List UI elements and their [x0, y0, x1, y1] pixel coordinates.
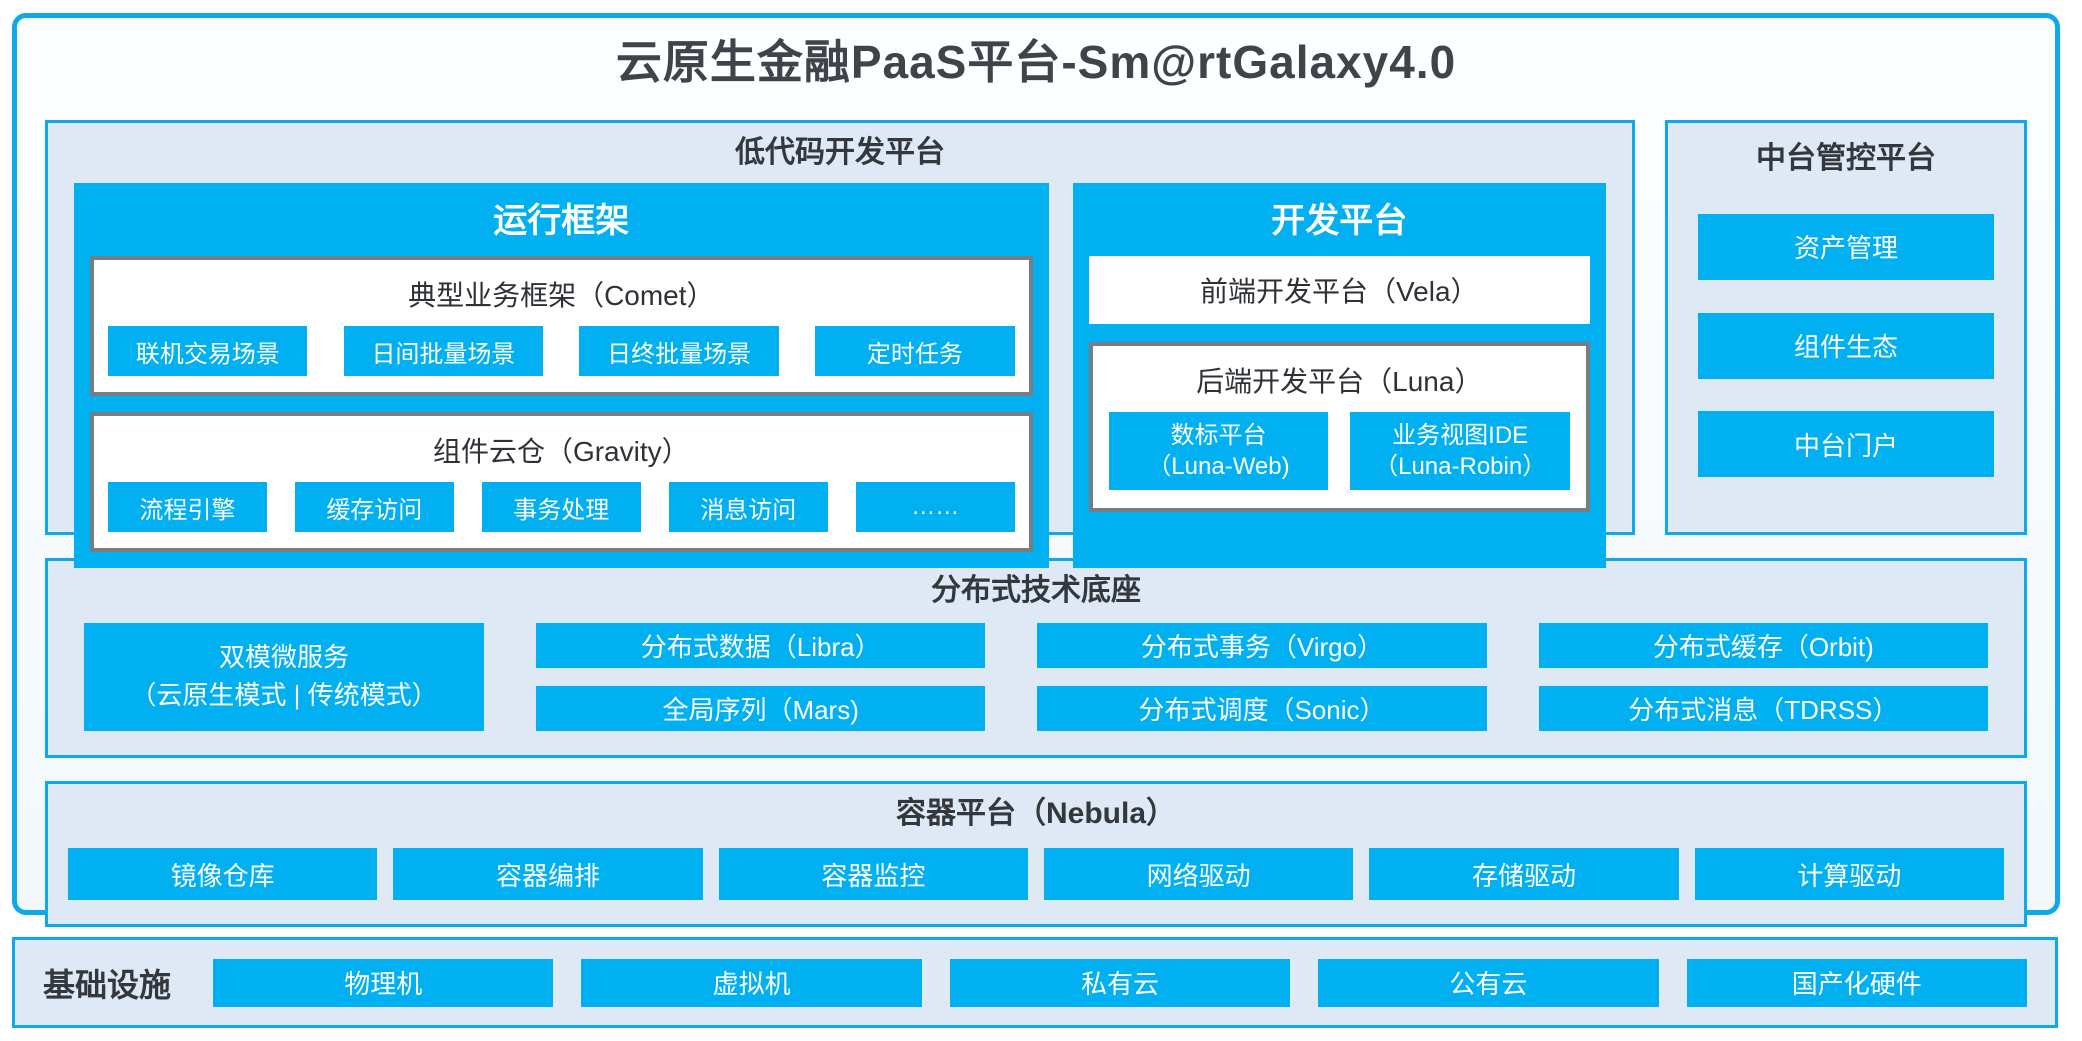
luna-web-line1: 数标平台 [1170, 421, 1267, 449]
luna-title: 后端开发平台（Luna） [1196, 366, 1483, 397]
infrastructure-item: 物理机 [213, 958, 554, 1007]
luna-web-item: 数标平台 （Luna-Web) [1108, 412, 1329, 490]
gravity-item: 流程引擎 [108, 482, 267, 532]
gravity-warehouse-box: 组件云仓（Gravity） 流程引擎 缓存访问 事务处理 消息访问 …… [90, 412, 1033, 552]
comet-item: 定时任务 [815, 326, 1015, 376]
luna-robin-line1: 业务视图IDE [1392, 421, 1529, 449]
mid-platform-item: 组件生态 [1698, 312, 1994, 379]
infrastructure-item: 私有云 [949, 958, 1291, 1007]
distributed-title: 分布式技术底座 [931, 574, 1141, 607]
dual-mode-microservice-item: 双模微服务 （云原生模式 | 传统模式） [84, 623, 484, 731]
dual-mode-line2: （云原生模式 | 传统模式） [130, 680, 438, 710]
container-platform-item: 计算驱动 [1694, 848, 2004, 900]
container-platform-item: 网络驱动 [1043, 848, 1354, 900]
infrastructure-item: 虚拟机 [581, 958, 922, 1007]
luna-backend-box: 后端开发平台（Luna） 数标平台 （Luna-Web) 业务视图IDE （Lu… [1088, 342, 1590, 512]
mid-platform-items: 资产管理 组件生态 中台门户 [1698, 181, 1994, 510]
gravity-item: 事务处理 [481, 482, 641, 532]
dev-platform-box: 开发平台 前端开发平台（Vela） 后端开发平台（Luna） 数标平台 （Lun… [1072, 183, 1606, 568]
runtime-framework-title: 运行框架 [493, 202, 630, 240]
mid-platform-item: 中台门户 [1698, 411, 1994, 478]
luna-items: 数标平台 （Luna-Web) 业务视图IDE （Luna-Robin） [1108, 412, 1571, 490]
container-platform-item: 容器编排 [393, 848, 703, 900]
top-row: 低代码开发平台 运行框架 典型业务框架（Comet） 联机交易场景 日间批量场景… [45, 120, 2027, 568]
mid-platform-item: 资产管理 [1698, 213, 1994, 280]
container-platform-title: 容器平台（Nebula） [895, 797, 1177, 830]
comet-item: 联机交易场景 [108, 326, 308, 376]
gravity-item: 缓存访问 [294, 482, 454, 532]
runtime-framework-box: 运行框架 典型业务框架（Comet） 联机交易场景 日间批量场景 日终批量场景 … [74, 183, 1049, 568]
distributed-item: 分布式调度（Sonic） [1037, 686, 1487, 731]
comet-item: 日终批量场景 [579, 326, 779, 376]
gravity-items: 流程引擎 缓存访问 事务处理 消息访问 …… [108, 482, 1015, 532]
vela-frontend-box: 前端开发平台（Vela） [1088, 256, 1590, 324]
distributed-item: 分布式缓存（Orbit) [1538, 623, 1988, 668]
comet-title: 典型业务框架（Comet） [408, 280, 715, 311]
container-platform-items: 镜像仓库 容器编排 容器监控 网络驱动 存储驱动 计算驱动 [68, 848, 2004, 900]
container-platform-item: 容器监控 [718, 848, 1028, 900]
platform-container: 云原生金融PaaS平台-Sm@rtGalaxy4.0 低代码开发平台 运行框架 … [12, 13, 2060, 927]
infrastructure-item: 国产化硬件 [1686, 958, 2027, 1007]
distributed-body: 双模微服务 （云原生模式 | 传统模式） 分布式数据（Libra） 分布式事务（… [84, 623, 1988, 731]
container-platform-panel: 容器平台（Nebula） 镜像仓库 容器编排 容器监控 网络驱动 存储驱动 计算… [45, 781, 2027, 927]
infrastructure-label: 基础设施 [43, 966, 172, 1003]
dual-mode-line1: 双模微服务 [218, 642, 349, 673]
luna-robin-line2: （Luna-Robin） [1374, 453, 1547, 480]
distributed-item: 分布式消息（TDRSS） [1538, 686, 1988, 731]
infrastructure-panel: 基础设施 物理机 虚拟机 私有云 公有云 国产化硬件 [12, 937, 2058, 1028]
mid-platform-title: 中台管控平台 [1756, 142, 1936, 175]
distributed-base-panel: 分布式技术底座 双模微服务 （云原生模式 | 传统模式） 分布式数据（Libra… [45, 558, 2027, 758]
comet-item: 日间批量场景 [343, 326, 544, 376]
comet-items: 联机交易场景 日间批量场景 日终批量场景 定时任务 [108, 326, 1015, 376]
lowcode-panel-title: 低代码开发平台 [735, 136, 945, 169]
page-title: 云原生金融PaaS平台-Sm@rtGalaxy4.0 [615, 36, 1457, 88]
distributed-item: 全局序列（Mars) [536, 686, 986, 731]
mid-platform-panel: 中台管控平台 资产管理 组件生态 中台门户 [1665, 120, 2027, 535]
infrastructure-item: 公有云 [1318, 958, 1659, 1007]
container-platform-item: 存储驱动 [1369, 848, 1679, 900]
distributed-item: 分布式数据（Libra） [536, 623, 986, 668]
lowcode-panel: 低代码开发平台 运行框架 典型业务框架（Comet） 联机交易场景 日间批量场景… [45, 120, 1635, 568]
distributed-item: 分布式事务（Virgo） [1037, 623, 1487, 668]
luna-web-line2: （Luna-Web) [1147, 453, 1290, 480]
gravity-title: 组件云仓（Gravity） [432, 436, 690, 467]
comet-framework-box: 典型业务框架（Comet） 联机交易场景 日间批量场景 日终批量场景 定时任务 [90, 256, 1033, 396]
distributed-items: 分布式数据（Libra） 分布式事务（Virgo） 分布式缓存（Orbit) 全… [536, 623, 1988, 731]
gravity-item-ellipsis: …… [855, 482, 1015, 532]
gravity-item: 消息访问 [668, 482, 828, 532]
lowcode-body: 运行框架 典型业务框架（Comet） 联机交易场景 日间批量场景 日终批量场景 … [74, 183, 1606, 568]
dev-platform-title: 开发平台 [1271, 202, 1408, 240]
container-platform-item: 镜像仓库 [68, 848, 378, 900]
luna-robin-item: 业务视图IDE （Luna-Robin） [1350, 412, 1571, 490]
